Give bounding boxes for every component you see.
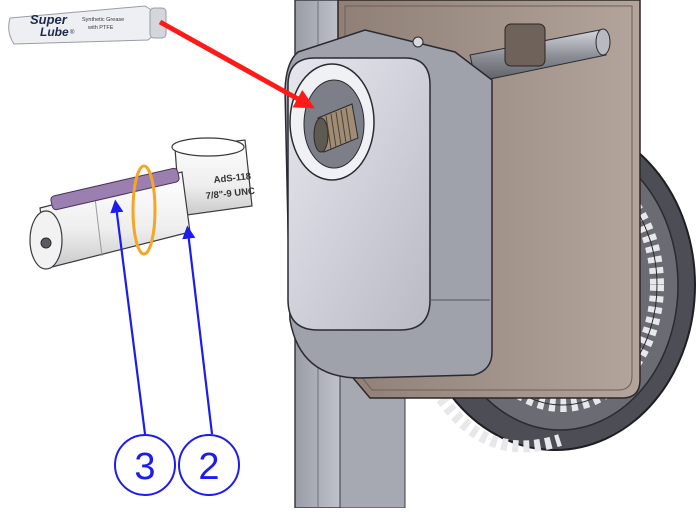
callout-3: 3 xyxy=(114,434,176,496)
callout-3-leader xyxy=(110,199,147,435)
callout-2-leader xyxy=(182,225,214,435)
grease-tube: Super Lube ® Synthetic Grease with PTFE xyxy=(8,5,167,45)
grease-application-arrow xyxy=(158,19,315,109)
support-rod xyxy=(469,23,611,83)
shaft-part-number: AdS-118 xyxy=(213,171,251,186)
bearing-housing xyxy=(284,29,493,379)
shaft-assembly: AdS-118 7/8"-9 UNC xyxy=(29,137,256,270)
grease-desc-line2: with PTFE xyxy=(87,25,114,31)
threaded-stud xyxy=(313,103,359,153)
grease-brand-line2: Lube xyxy=(40,25,69,39)
grease-desc-line1: Synthetic Grease xyxy=(82,17,124,23)
grease-brand-line1: Super xyxy=(30,12,68,27)
callout-2-number: 2 xyxy=(198,446,219,488)
shaft-thread-spec: 7/8"-9 UNC xyxy=(205,186,255,202)
grease-registered-mark: ® xyxy=(70,29,75,36)
o-ring xyxy=(131,164,157,256)
callout-2: 2 xyxy=(178,434,240,496)
callout-3-number: 3 xyxy=(134,446,155,488)
shaft-key xyxy=(50,167,180,211)
